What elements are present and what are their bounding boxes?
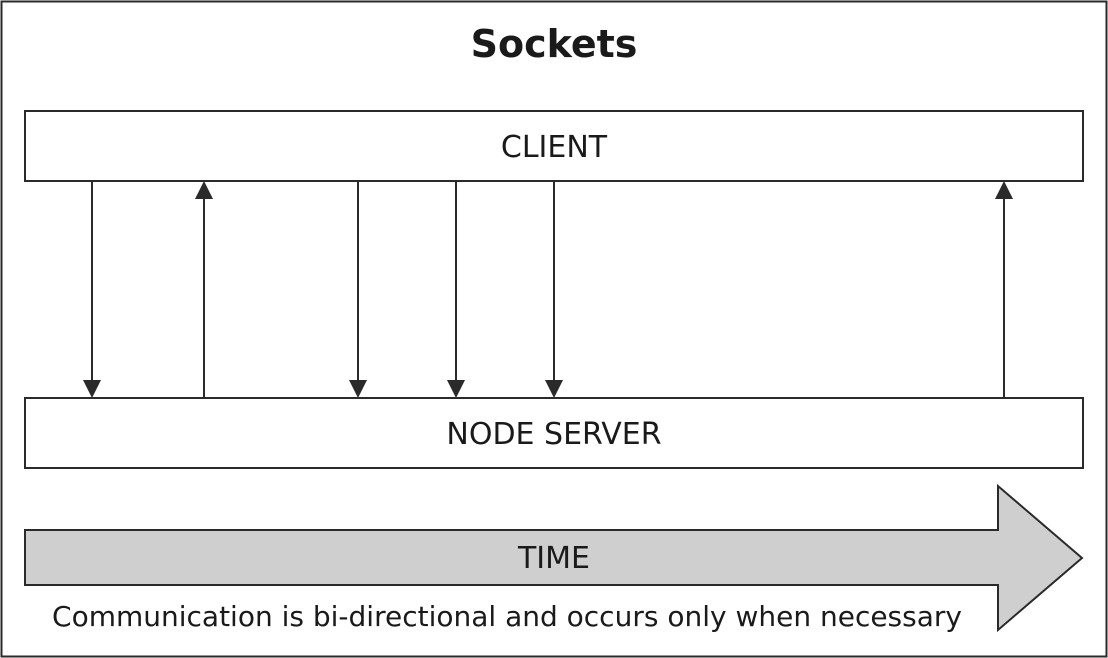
message-arrow-down bbox=[447, 181, 465, 398]
diagram-title: Sockets bbox=[471, 22, 638, 66]
message-arrow-up bbox=[995, 181, 1013, 398]
client-box bbox=[24, 110, 1084, 182]
message-arrow-down bbox=[83, 181, 101, 398]
client-label: CLIENT bbox=[501, 130, 608, 165]
message-arrow-up bbox=[195, 181, 213, 398]
server-label: NODE SERVER bbox=[446, 417, 661, 452]
message-arrows bbox=[83, 181, 1013, 398]
time-label: TIME bbox=[517, 541, 590, 576]
time-arrow bbox=[24, 483, 1084, 633]
message-arrow-down bbox=[545, 181, 563, 398]
caption: Communication is bi-directional and occu… bbox=[52, 600, 962, 633]
message-arrow-down bbox=[349, 181, 367, 398]
